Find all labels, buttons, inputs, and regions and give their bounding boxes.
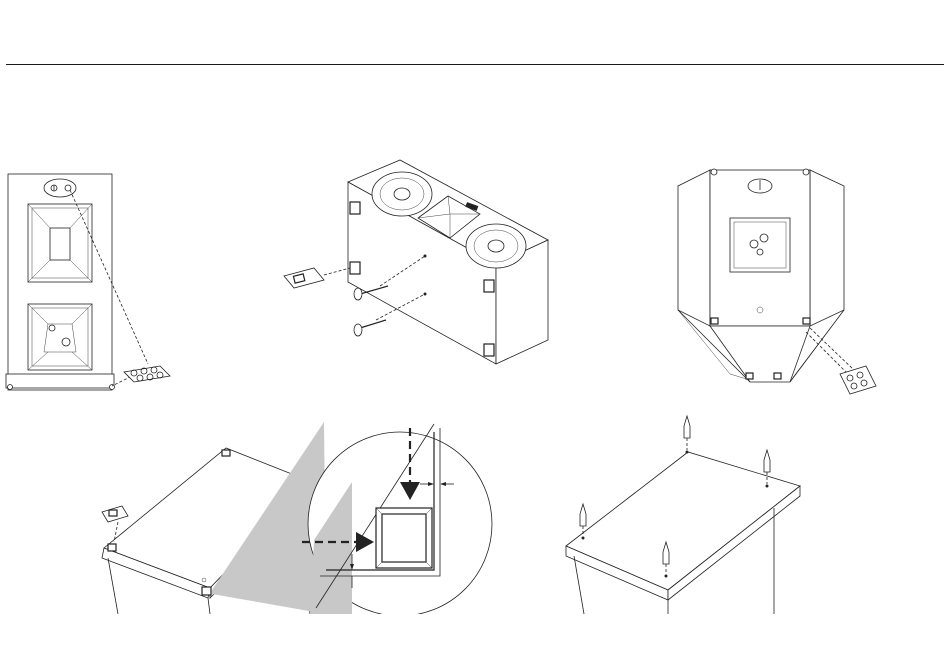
tower-top-pad-detail-icon	[94, 422, 494, 614]
figure-tower-top-pads-zoom	[94, 422, 494, 614]
figure-bookshelf-keyhole-screws	[280, 156, 570, 376]
tower-speaker-rear-icon	[0, 168, 180, 400]
surround-speaker-rear-icon	[670, 160, 880, 398]
tower-spike-icon	[556, 412, 806, 614]
figure-tower-top-spikes	[556, 412, 806, 614]
bookshelf-speaker-icon	[280, 156, 570, 376]
figure-surround-rear-bumpers	[670, 160, 880, 398]
spike-top	[684, 416, 690, 454]
figure-tower-rear-bumpers	[0, 168, 180, 400]
header-rule	[6, 64, 944, 65]
